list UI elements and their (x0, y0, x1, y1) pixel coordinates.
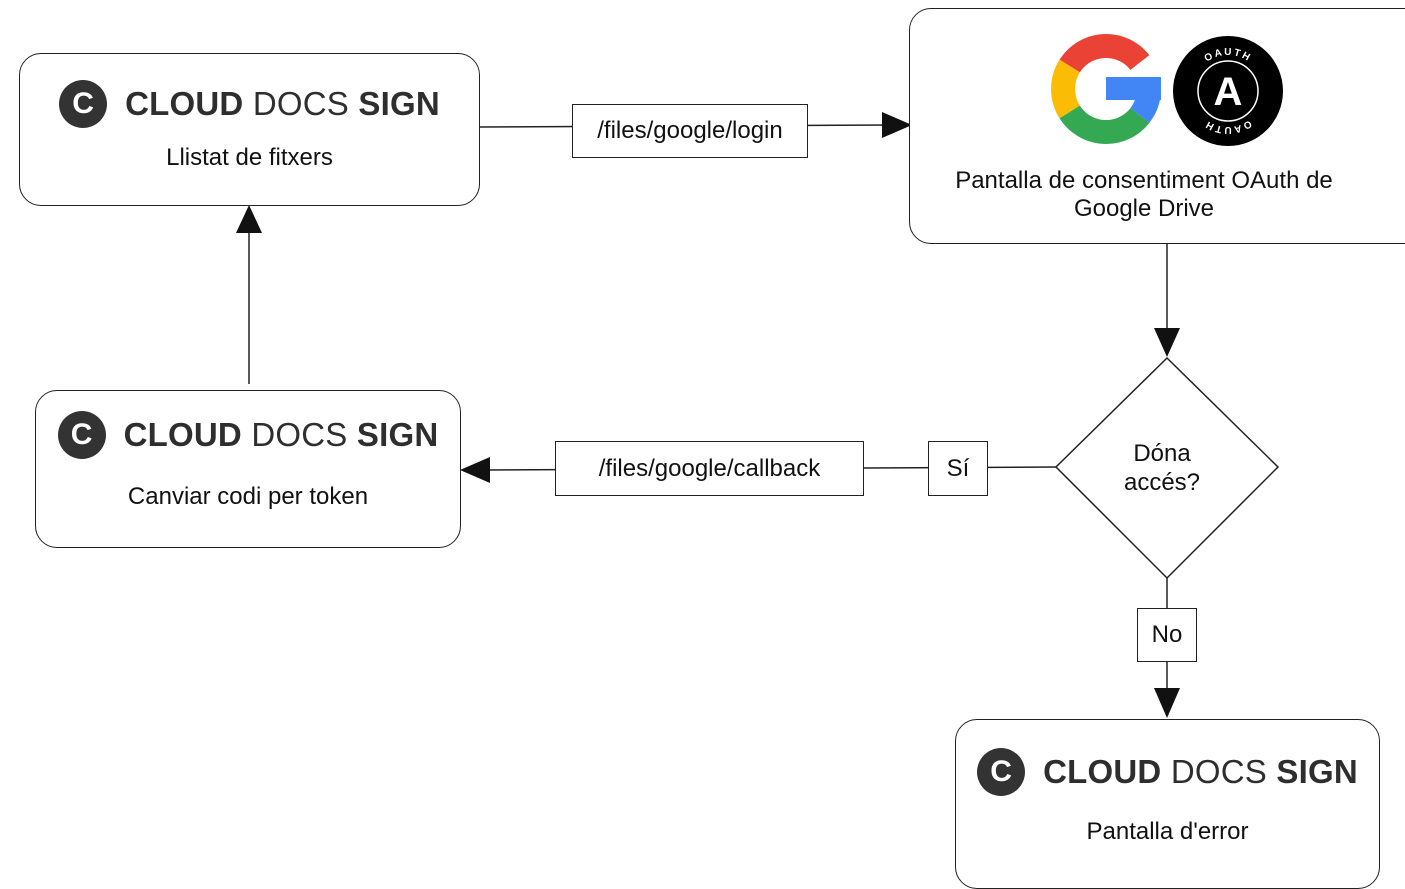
node-caption-line1: Pantalla de consentiment OAuth de (955, 167, 1333, 194)
brand-logo: C CLOUD DOCS SIGN (956, 748, 1379, 796)
cloud-docs-sign-logo-icon: C (57, 411, 106, 459)
google-g-icon (1051, 34, 1162, 144)
node-exchange-token: C CLOUD DOCS SIGN Canviar codi per token (35, 390, 461, 548)
node-file-list: C CLOUD DOCS SIGN Llistat de fitxers (19, 53, 480, 206)
edge-label-no: No (1137, 608, 1197, 662)
decision-line2: accés? (1123, 469, 1201, 496)
arrowhead-exchange (460, 457, 490, 483)
edge-label-yes: Sí (928, 441, 988, 496)
google-g-yellow-arc (1051, 59, 1081, 119)
node-caption-line2: Google Drive (1073, 195, 1215, 222)
node-caption: Pantalla d'error (1086, 818, 1249, 845)
google-g-green-arc (1059, 105, 1150, 144)
arrowhead-error (1154, 688, 1180, 718)
edge-label-callback: /files/google/callback (555, 441, 864, 496)
arrowhead-list (236, 205, 262, 233)
cloud-docs-sign-logo-icon: C (977, 748, 1026, 796)
oauth-letter: A (1214, 70, 1243, 114)
decision-diamond (1054, 356, 1280, 580)
node-error-screen: C CLOUD DOCS SIGN Pantalla d'error (955, 719, 1380, 889)
brand-logo: C CLOUD DOCS SIGN (36, 411, 460, 459)
brand-name: CLOUD DOCS SIGN (125, 85, 440, 122)
arrowhead-login (882, 112, 912, 138)
decision-line1: Dóna (1133, 440, 1191, 467)
oauth-badge-icon: OAUTH OAUTH A (1173, 36, 1283, 146)
brand-name: CLOUD DOCS SIGN (123, 416, 439, 453)
google-g-red-arc (1059, 34, 1150, 73)
brand-name: CLOUD DOCS SIGN (1043, 753, 1358, 790)
arrowhead-decision (1154, 328, 1180, 357)
node-oauth-consent: OAUTH OAUTH A Pantalla de consentiment O… (909, 8, 1405, 244)
brand-logo: C CLOUD DOCS SIGN (20, 80, 479, 128)
node-caption: Canviar codi per token (127, 483, 369, 510)
edge-label-login: /files/google/login (572, 104, 808, 158)
node-caption: Llistat de fitxers (166, 144, 333, 171)
decision-question: Dóna accés? (1107, 439, 1217, 497)
google-g-bar (1106, 77, 1161, 100)
cloud-docs-sign-logo-icon: C (59, 80, 108, 128)
